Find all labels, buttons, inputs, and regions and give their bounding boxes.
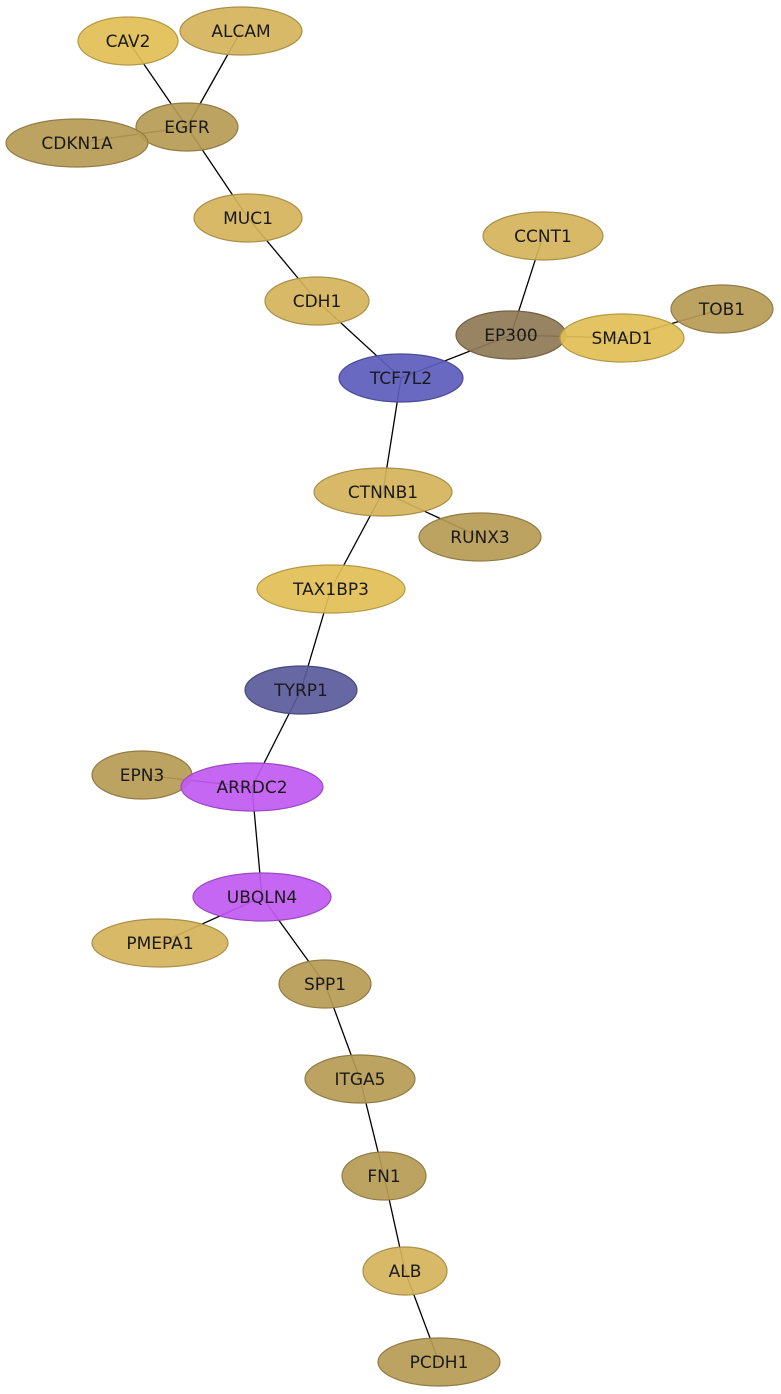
node-pmepa1[interactable]: PMEPA1 [91,918,229,968]
node-shape [341,1151,427,1201]
node-label: TCF7L2 [369,369,432,389]
node-alcam[interactable]: ALCAM [179,6,303,56]
node-label: TYRP1 [273,681,328,701]
node-shape [264,276,370,326]
node-shape [135,102,239,152]
node-shape [256,564,406,614]
node-shape [244,665,358,715]
node-ccnt1[interactable]: CCNT1 [482,211,604,261]
node-label: ALB [389,1262,422,1282]
node-smad1[interactable]: SMAD1 [559,313,685,363]
node-tyrp1[interactable]: TYRP1 [244,665,358,715]
node-label: PMEPA1 [126,934,193,954]
node-shape [193,193,303,243]
node-tcf7l2[interactable]: TCF7L2 [338,353,464,403]
node-runx3[interactable]: RUNX3 [418,512,542,562]
node-label: TOB1 [698,300,745,320]
node-shape [377,1337,501,1387]
node-shape [670,284,774,334]
node-shape [5,118,149,168]
node-cav2[interactable]: CAV2 [77,16,179,66]
node-muc1[interactable]: MUC1 [193,193,303,243]
node-shape [559,313,685,363]
node-shape [362,1246,448,1296]
node-label: CDH1 [293,292,342,312]
node-tax1bp3[interactable]: TAX1BP3 [256,564,406,614]
node-label: PCDH1 [410,1353,469,1373]
node-label: FN1 [367,1167,400,1187]
node-label: SPP1 [304,975,346,995]
node-label: TAX1BP3 [292,580,369,600]
node-label: CAV2 [106,32,151,52]
node-shape [91,918,229,968]
node-egfr[interactable]: EGFR [135,102,239,152]
node-label: CCNT1 [514,227,572,247]
node-cdh1[interactable]: CDH1 [264,276,370,326]
node-ep300[interactable]: EP300 [455,310,567,360]
node-shape [338,353,464,403]
node-label: EGFR [164,118,210,138]
node-arrdc2[interactable]: ARRDC2 [180,762,324,812]
node-shape [418,512,542,562]
node-label: EP300 [484,326,537,346]
node-shape [313,467,453,517]
node-label: EPN3 [120,766,165,786]
node-shape [192,872,332,922]
node-shape [278,959,372,1009]
node-tob1[interactable]: TOB1 [670,284,774,334]
node-fn1[interactable]: FN1 [341,1151,427,1201]
node-alb[interactable]: ALB [362,1246,448,1296]
node-shape [179,6,303,56]
node-label: UBQLN4 [227,888,298,908]
node-shape [180,762,324,812]
node-shape [77,16,179,66]
node-label: ALCAM [211,22,270,42]
node-epn3[interactable]: EPN3 [91,750,193,800]
node-label: ITGA5 [334,1070,385,1090]
node-itga5[interactable]: ITGA5 [304,1054,416,1104]
node-label: CTNNB1 [348,483,418,503]
node-label: RUNX3 [450,528,509,548]
node-spp1[interactable]: SPP1 [278,959,372,1009]
node-label: ARRDC2 [216,778,287,798]
node-label: SMAD1 [592,329,653,349]
node-pcdh1[interactable]: PCDH1 [377,1337,501,1387]
node-ubqln4[interactable]: UBQLN4 [192,872,332,922]
node-ctnnb1[interactable]: CTNNB1 [313,467,453,517]
node-label: CDKN1A [41,134,113,154]
node-cdkn1a[interactable]: CDKN1A [5,118,149,168]
node-shape [482,211,604,261]
node-shape [304,1054,416,1104]
node-label: MUC1 [223,209,273,229]
